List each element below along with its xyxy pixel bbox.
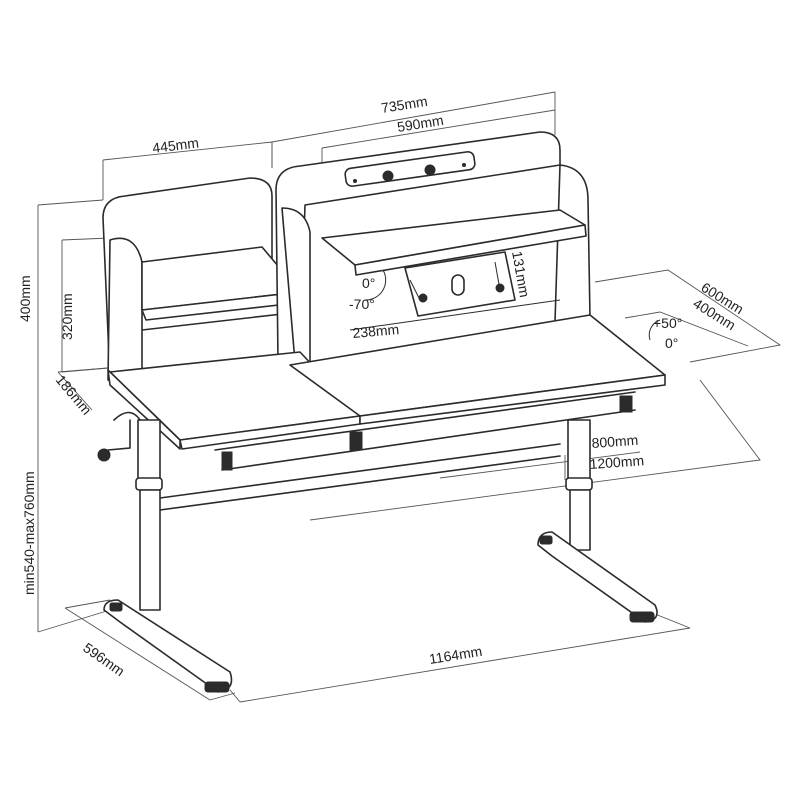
dim-tilt-minus-70: -70° [349, 296, 375, 312]
dim-back-height: 400mm [17, 275, 33, 322]
tablet-holder [349, 251, 561, 331]
dim-shelf-height: 320mm [59, 293, 75, 340]
dim-tilt-width: 800mm [591, 432, 639, 451]
dim-left-shelf-width: 445mm [151, 134, 199, 156]
dim-foot-depth: 596mm [80, 639, 127, 679]
dim-desk-tilt-zero: 0° [665, 335, 678, 351]
dim-top-shelf-width: 590mm [396, 112, 445, 135]
dim-overall-shelf-width: 735mm [380, 93, 429, 116]
dim-desk-width: 1200mm [589, 452, 644, 472]
dim-tilt-zero: 0° [362, 275, 375, 291]
left-leg [97, 411, 233, 693]
dim-tablet-width: 238mm [352, 321, 400, 341]
right-hutch [275, 131, 591, 363]
desk-top [107, 314, 666, 511]
dim-tilt-plus-50: +50° [653, 315, 682, 331]
dim-bracket-height: 131mm [509, 250, 533, 299]
dimension-lines [37, 91, 782, 703]
dim-height-range: min540-max760mm [21, 471, 37, 595]
tilt-arcs [364, 269, 661, 341]
dim-side-depth: 186mm [53, 372, 95, 418]
right-leg [537, 419, 658, 623]
left-hutch [102, 177, 306, 389]
